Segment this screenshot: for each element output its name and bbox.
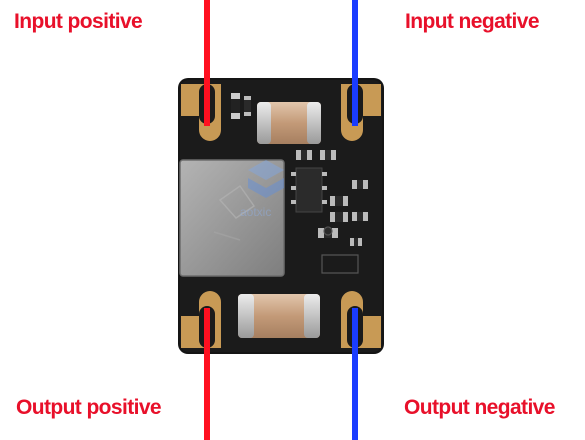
capacitor-bottom [238,294,320,338]
output-negative-label: Output negative [404,396,555,419]
controller-ic [291,167,327,213]
output-negative-wire [352,308,358,440]
wires [204,0,358,440]
input-negative-label: Input negative [405,10,540,33]
capacitor-top [257,102,321,144]
watermark-text: aotxic [240,205,271,219]
input-positive-label: Input positive [14,10,143,33]
input-positive-wire [204,0,210,126]
watermark-logo: aotxic [240,160,284,219]
inductor [179,159,285,277]
output-positive-wire [204,308,210,440]
input-negative-wire [352,0,358,126]
smd-resistors [231,93,368,246]
output-positive-label: Output positive [16,396,162,419]
